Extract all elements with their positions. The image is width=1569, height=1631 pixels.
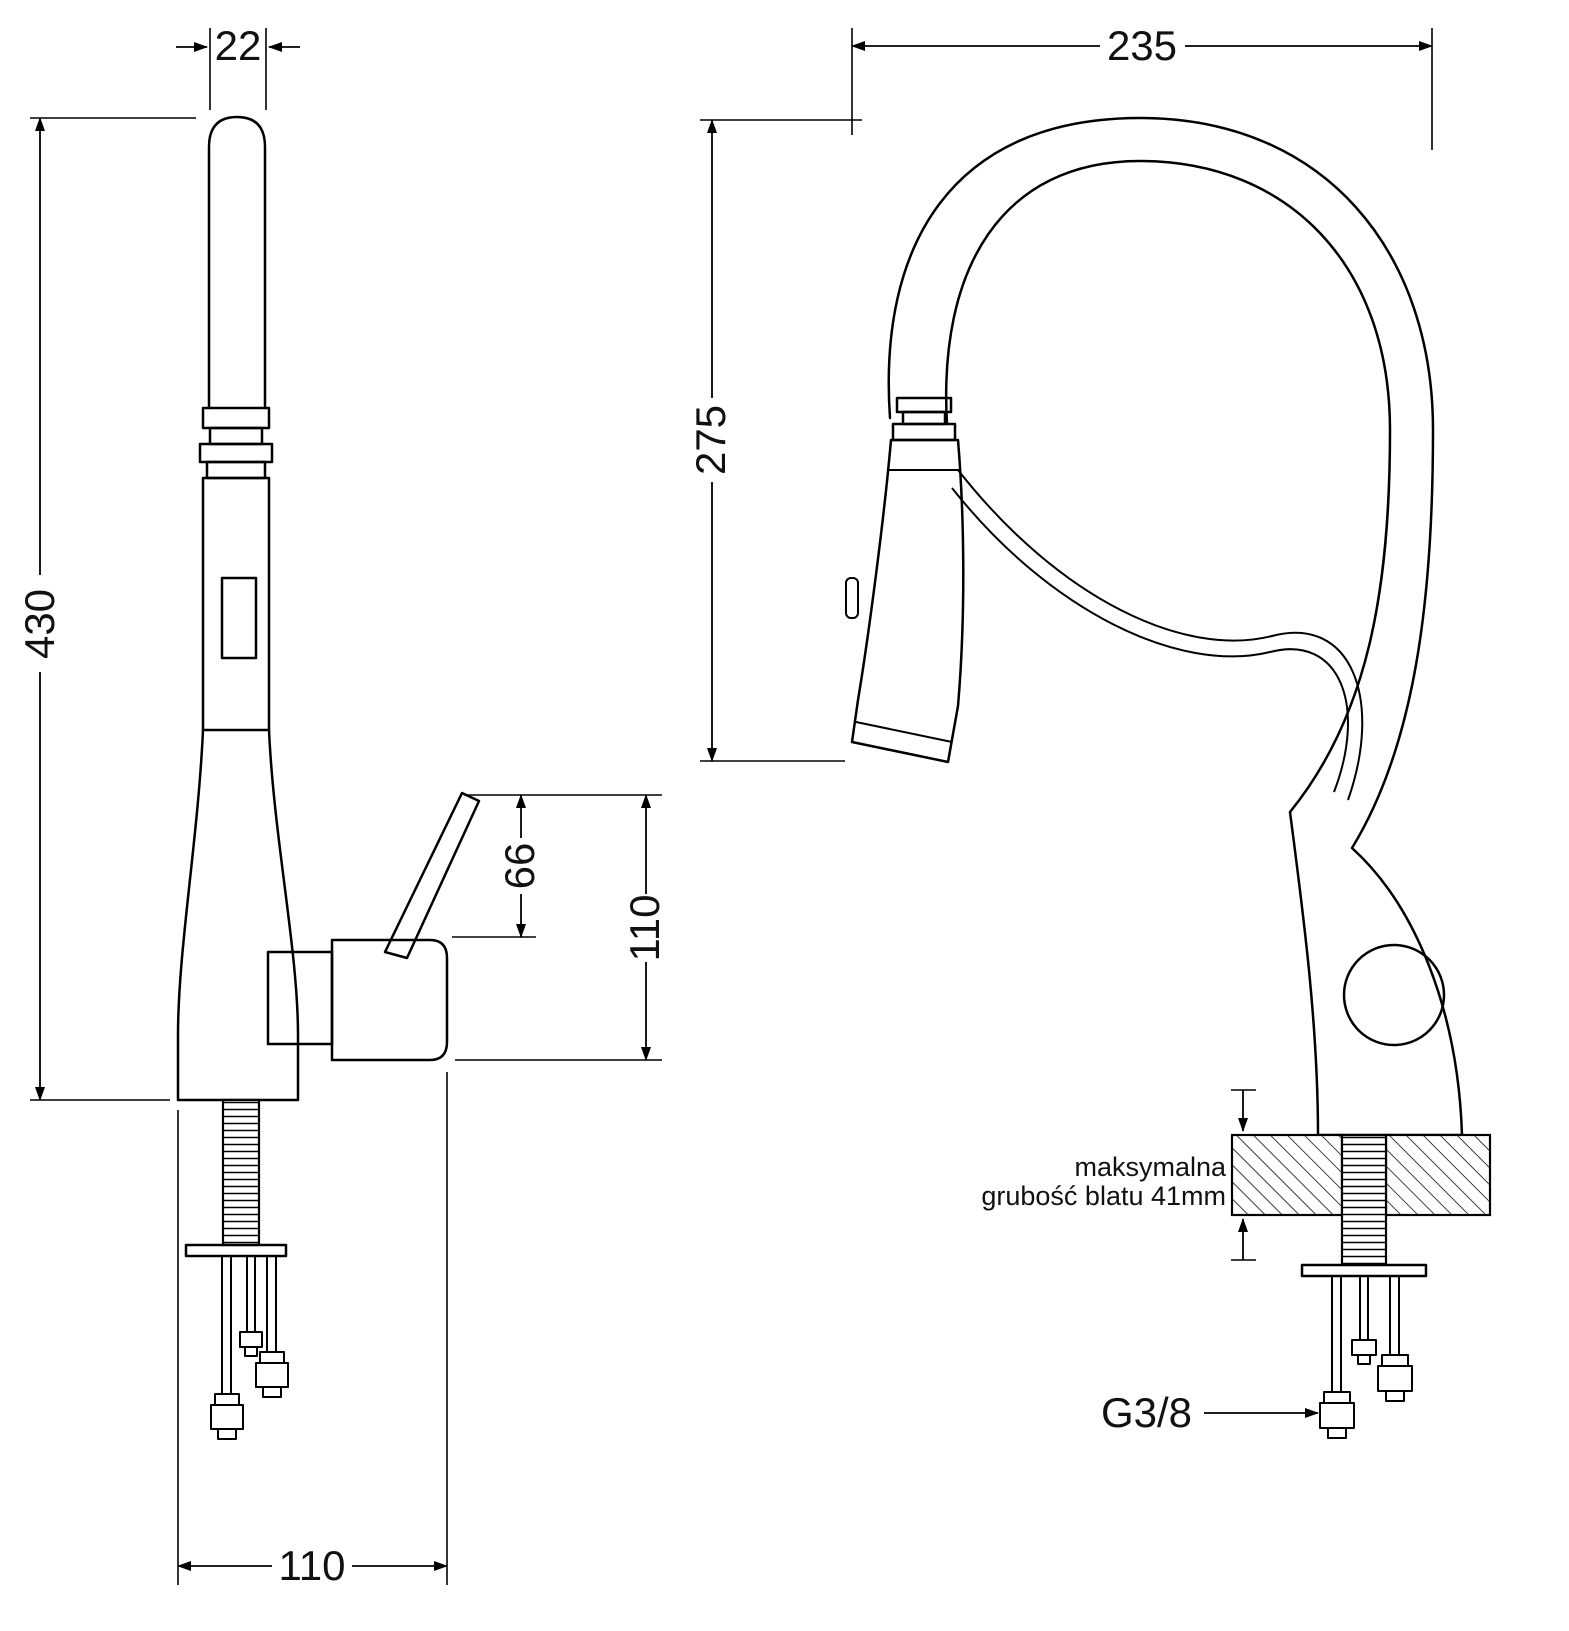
- threaded-stem-right: [1340, 1133, 1388, 1267]
- mounting-hardware-right: [1319, 1276, 1413, 1439]
- worktop-thickness-note: maksymalna grubość blatu 41mm: [981, 1089, 1256, 1261]
- worktop-right: [1384, 1133, 1492, 1217]
- dimension-total-height: 430: [16, 117, 196, 1101]
- dimension-spout-width: 22: [176, 22, 300, 110]
- dim-label-22: 22: [215, 22, 262, 69]
- faucet-upper-body: [201, 476, 271, 732]
- threaded-stem-left: [221, 1098, 261, 1247]
- right-view: 235 275 maksymalna grubość blatu 41mm G3…: [687, 22, 1492, 1439]
- dim-label-235: 235: [1107, 22, 1177, 69]
- dim-label-275: 275: [687, 405, 734, 475]
- connector-annotation: G3/8: [1101, 1389, 1319, 1436]
- handle-outlet: [266, 950, 334, 1046]
- mounting-flange-right: [1300, 1263, 1428, 1278]
- pulldown-hose-inner: [951, 487, 1349, 793]
- spray-head: [845, 396, 965, 764]
- dim-label-110-handle: 110: [621, 895, 668, 962]
- handle-body: [330, 938, 449, 1062]
- spout-pipe: [207, 115, 267, 410]
- hose-arch-outer: [887, 116, 1464, 1137]
- mounting-flange-left: [184, 1243, 288, 1258]
- pulldown-hose-outer: [957, 469, 1364, 801]
- display-window: [220, 576, 258, 660]
- connector-label: G3/8: [1101, 1389, 1192, 1436]
- dim-label-66: 66: [496, 843, 543, 890]
- valve-circle: [1342, 943, 1446, 1047]
- dimension-handle-height: 110: [455, 794, 668, 1061]
- worktop-note-line1: maksymalna: [1074, 1152, 1227, 1182]
- worktop-left: [1230, 1133, 1344, 1217]
- spray-button: [845, 577, 859, 619]
- dimension-base-width: 110: [177, 1072, 448, 1589]
- handle-lever: [383, 791, 481, 960]
- left-view: 22 430 66 110: [16, 22, 668, 1589]
- dimension-reach: 235: [851, 22, 1433, 150]
- aerator-rings: [198, 406, 274, 480]
- dimension-lever-height: 66: [452, 794, 662, 938]
- dim-label-430: 430: [16, 589, 63, 659]
- hose-arch-inner: [944, 159, 1392, 1137]
- dimension-spout-height: 275: [687, 119, 862, 762]
- mounting-hardware-left: [210, 1256, 289, 1440]
- worktop-note-line2: grubość blatu 41mm: [981, 1181, 1226, 1211]
- dim-label-110-base: 110: [279, 1542, 346, 1589]
